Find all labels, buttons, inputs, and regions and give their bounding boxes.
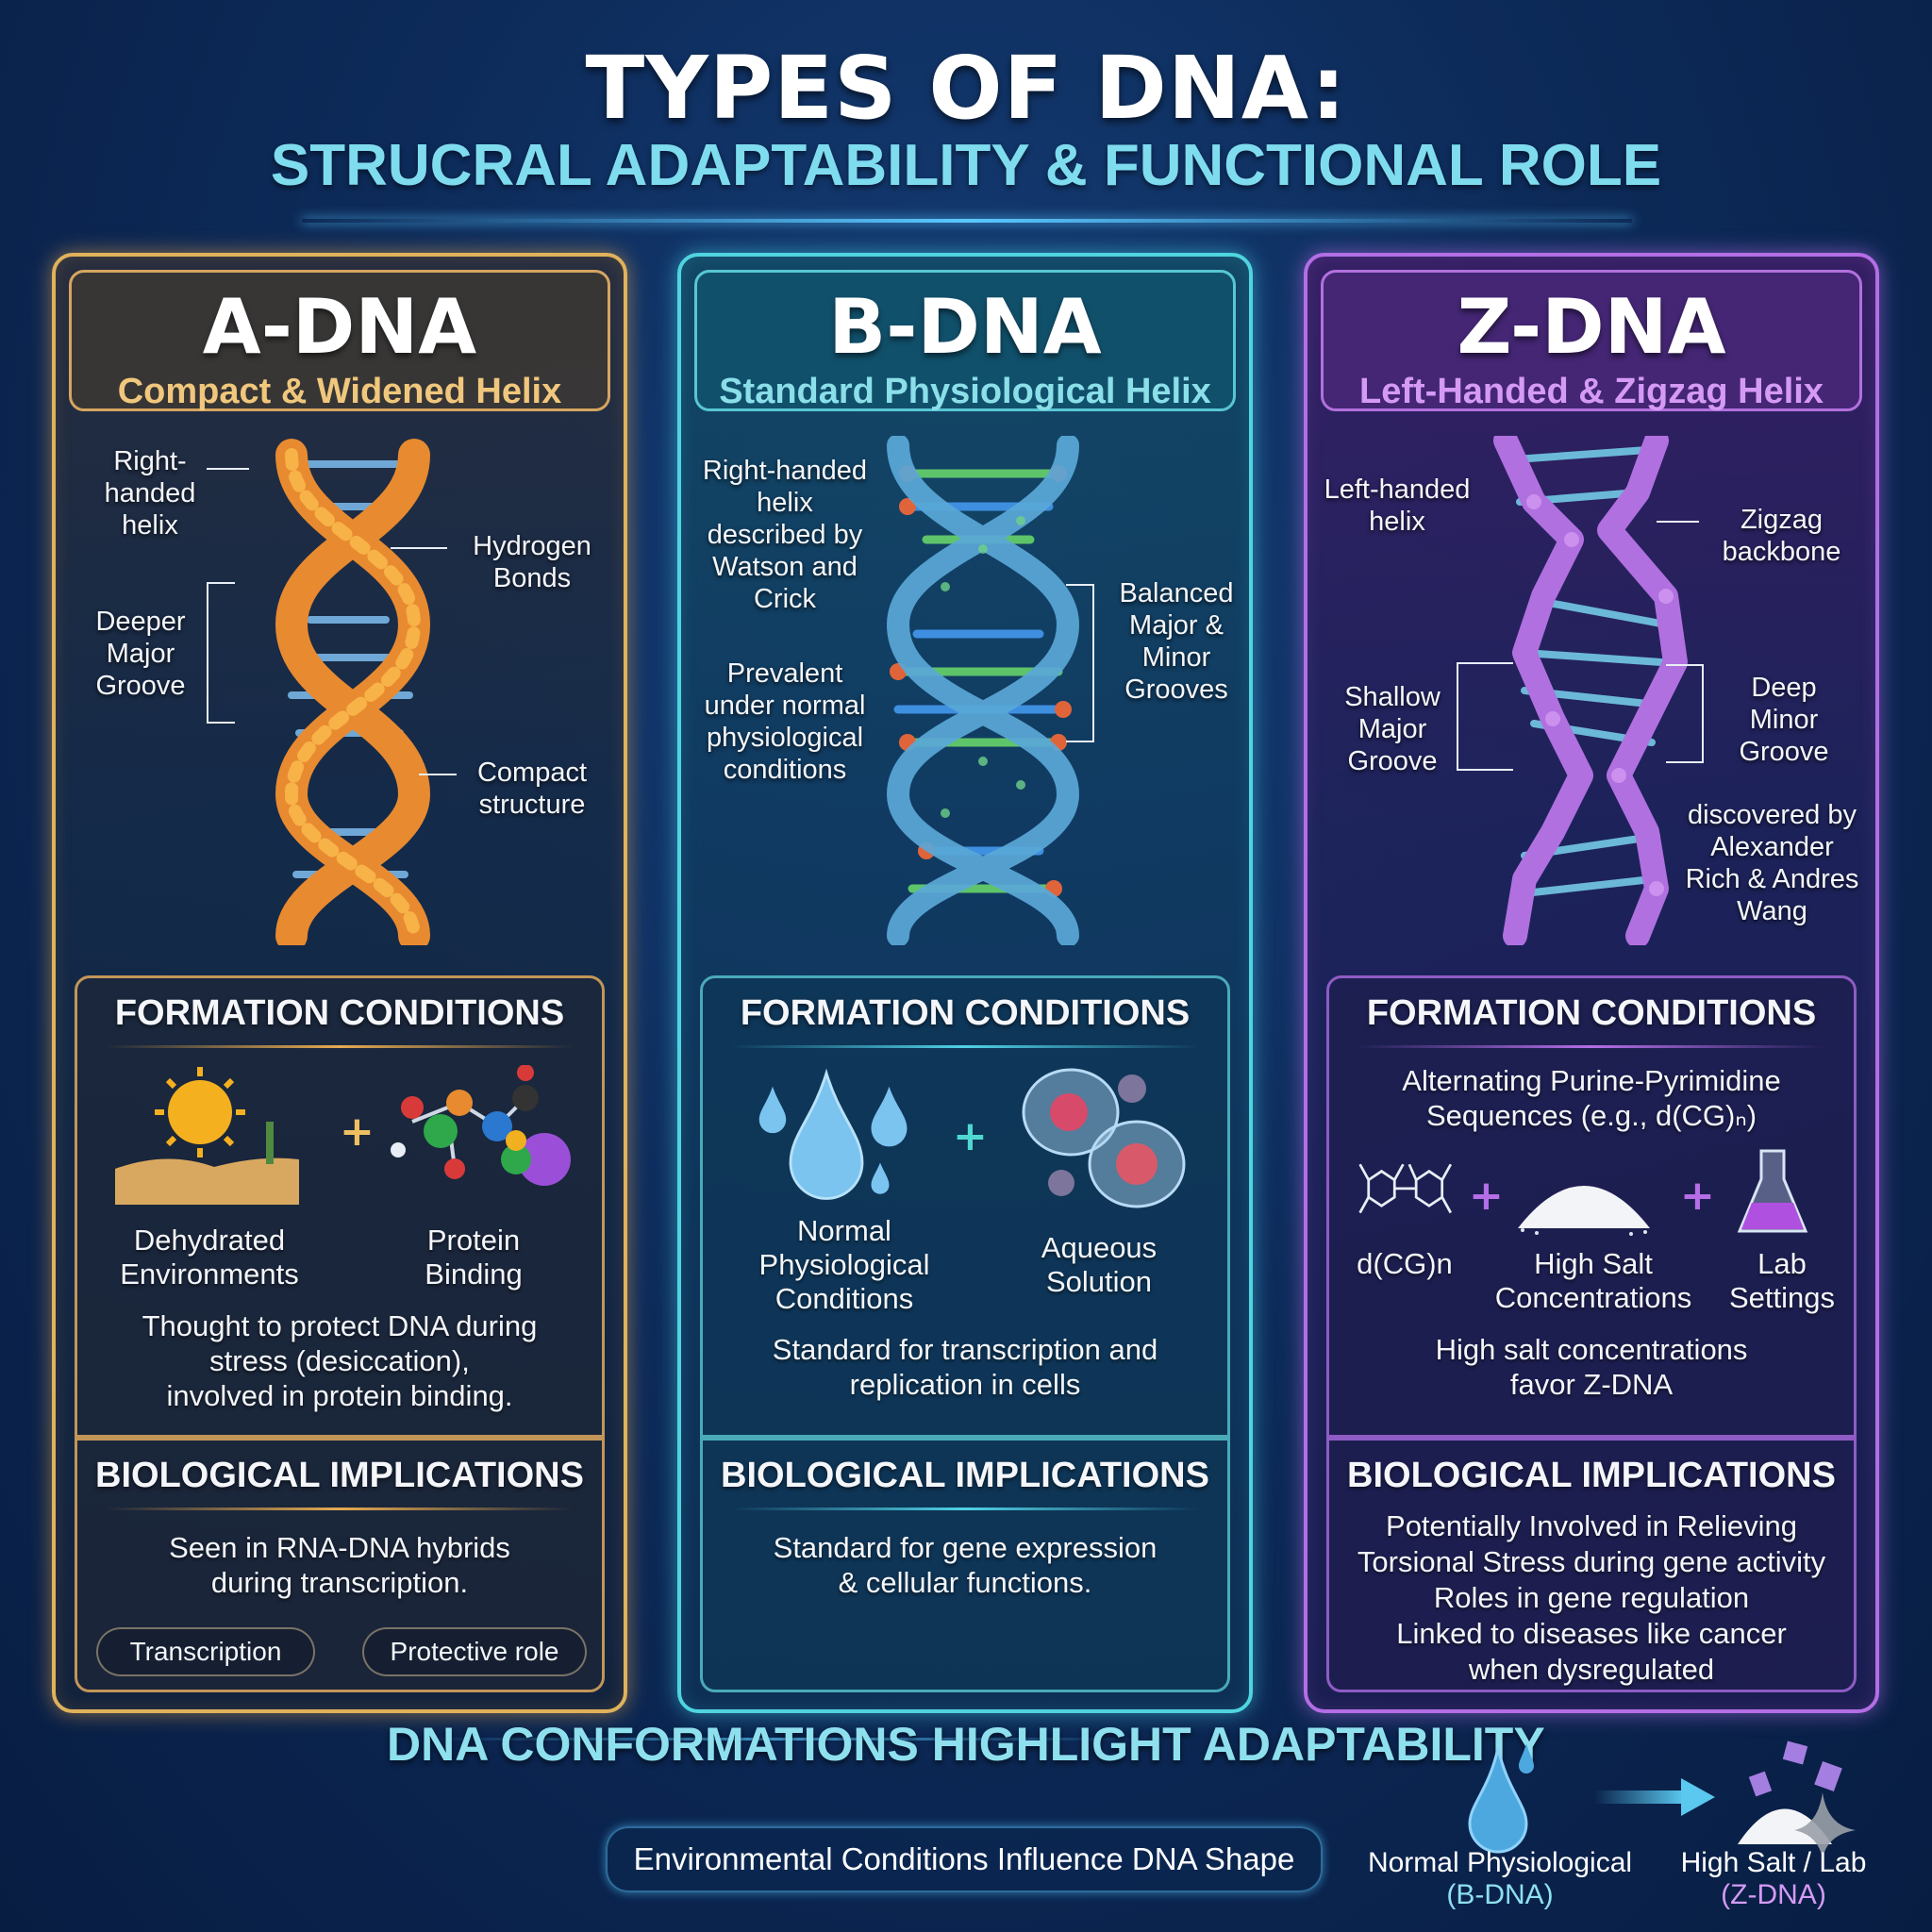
desert-sun-icon [115, 1067, 299, 1205]
z-dna-panel: Z-DNA Left-Handed & Zigzag Helix [1304, 253, 1879, 1713]
a-dna-helix-diagram: Right- handed helix Hydrogen Bonds Deepe… [56, 436, 624, 945]
b-dna-panel: B-DNA Standard Physiological Helix [677, 253, 1253, 1713]
arrow-right-icon [1594, 1778, 1715, 1816]
normal-physiological-conditions-label: Normal Physiological Conditions [758, 1214, 930, 1315]
z-dna-biological-description: Potentially Involved in Relieving Torsio… [1357, 1509, 1826, 1686]
tag-protective-role: Protective role [362, 1627, 587, 1676]
a-dna-name: A-DNA [202, 283, 477, 371]
plus-icon: + [1469, 1172, 1504, 1220]
z-dna-header: Z-DNA Left-Handed & Zigzag Helix [1321, 270, 1862, 411]
z-dna-formation-intro: Alternating Purine-Pyrimidine Sequences … [1402, 1064, 1781, 1132]
high-salt-label: High Salt Concentrations [1494, 1247, 1692, 1314]
label-discovered-by: discovered by Alexander Rich & Andres Wa… [1685, 800, 1859, 926]
purple-double-helix-icon [1493, 436, 1688, 945]
protein-binding-label: Protein Binding [425, 1224, 523, 1291]
dehydrated-environments-label: Dehydrated Environments [120, 1224, 299, 1291]
z-dna-name: Z-DNA [1457, 283, 1726, 371]
orange-double-helix-icon [275, 439, 431, 945]
a-dna-header: A-DNA Compact & Widened Helix [69, 270, 610, 411]
flow-from-label: Normal Physiological [1367, 1847, 1633, 1878]
groove-bracket [207, 582, 235, 724]
section-title: FORMATION CONDITIONS [114, 993, 565, 1033]
title-divider [302, 219, 1632, 223]
z-dna-helix-diagram: Left-handed helix Zigzag backbone Shallo… [1307, 436, 1875, 945]
a-dna-biological-description: Seen in RNA-DNA hybrids during transcrip… [169, 1531, 510, 1599]
flask-icon [1737, 1149, 1808, 1233]
section-title: BIOLOGICAL IMPLICATIONS [721, 1456, 1209, 1495]
label-line [419, 774, 457, 775]
label-line [391, 547, 447, 549]
z-dna-formation-description: High salt concentrations favor Z-DNA [1435, 1333, 1748, 1401]
label-deeper-major-groove: Deeper Major Groove [95, 607, 186, 701]
label-shallow-major-groove: Shallow Major Groove [1344, 682, 1441, 776]
label-balanced-grooves: Balanced Major & Minor Grooves [1119, 578, 1234, 705]
footer-caption: Environmental Conditions Influence DNA S… [606, 1826, 1323, 1892]
label-deep-minor-groove: Deep Minor Groove [1739, 673, 1829, 767]
z-dna-biological-section: BIOLOGICAL IMPLICATIONS Potentially Invo… [1326, 1438, 1857, 1692]
flow-to-caption: High Salt / Lab (Z-DNA) [1665, 1847, 1882, 1911]
cells-icon [1022, 1068, 1186, 1208]
a-dna-biological-section: BIOLOGICAL IMPLICATIONS Seen in RNA-DNA … [75, 1438, 605, 1692]
b-dna-formation-section: FORMATION CONDITIONS + Normal Physiologi… [700, 975, 1230, 1438]
blue-double-helix-icon [886, 436, 1080, 945]
flow-to-label: High Salt / Lab [1680, 1847, 1867, 1878]
section-divider [106, 1045, 574, 1048]
section-title: FORMATION CONDITIONS [740, 993, 1191, 1033]
a-dna-panel: A-DNA Compact & Widened Helix Right- han… [52, 253, 627, 1713]
b-dna-biological-section: BIOLOGICAL IMPLICATIONS Standard for gen… [700, 1438, 1230, 1692]
label-right-handed-watson-crick: Right-handed helix described by Watson a… [702, 456, 868, 614]
section-divider [1357, 1045, 1825, 1048]
b-dna-name: B-DNA [828, 283, 1102, 371]
label-zigzag-backbone: Zigzag backbone [1722, 505, 1841, 567]
section-divider [731, 1507, 1199, 1510]
b-dna-helix-diagram: Right-handed helix described by Watson a… [681, 436, 1249, 945]
salt-crystals-icon [1738, 1740, 1856, 1858]
water-drop-icon [1468, 1743, 1534, 1854]
dcg-label: d(CG)n [1357, 1247, 1453, 1280]
b-dna-biological-description: Standard for gene expression & cellular … [773, 1531, 1158, 1599]
flow-from-sub: (B-DNA) [1446, 1879, 1554, 1910]
label-right-handed: Right- handed helix [104, 446, 196, 541]
page-title: TYPES OF DNA: [585, 38, 1347, 139]
label-prevalent-normal: Prevalent under normal physiological con… [704, 658, 866, 785]
flow-to-sub: (Z-DNA) [1721, 1879, 1826, 1910]
a-dna-tagline: Compact & Widened Helix [117, 372, 562, 411]
footer-divider [425, 1738, 1141, 1740]
salt-pile-icon [1518, 1186, 1650, 1236]
z-dna-tagline: Left-Handed & Zigzag Helix [1359, 372, 1824, 411]
water-drops-icon [758, 1068, 908, 1200]
plus-icon: + [953, 1112, 988, 1160]
label-hydrogen-bonds: Hydrogen Bonds [473, 531, 591, 593]
b-dna-header: B-DNA Standard Physiological Helix [694, 270, 1236, 411]
section-divider [731, 1045, 1199, 1048]
label-left-handed: Left-handed helix [1324, 475, 1471, 537]
plus-icon: + [340, 1108, 375, 1156]
label-compact-structure: Compact structure [476, 758, 588, 820]
molecule-structure-icon [1358, 1163, 1453, 1214]
groove-bracket [1066, 584, 1094, 742]
label-line [207, 468, 249, 470]
tag-transcription: Transcription [96, 1627, 315, 1676]
groove-bracket [1457, 662, 1513, 771]
aqueous-solution-label: Aqueous Solution [1041, 1231, 1158, 1298]
section-title: BIOLOGICAL IMPLICATIONS [1347, 1456, 1836, 1495]
z-dna-formation-section: FORMATION CONDITIONS Alternating Purine-… [1326, 975, 1857, 1438]
footer-title: DNA CONFORMATIONS HIGHLIGHT ADAPTABILITY [387, 1718, 1545, 1771]
groove-bracket [1666, 664, 1704, 763]
section-title: BIOLOGICAL IMPLICATIONS [95, 1456, 584, 1495]
b-dna-tagline: Standard Physiological Helix [719, 372, 1211, 411]
lab-settings-label: Lab Settings [1728, 1247, 1835, 1314]
flow-from-caption: Normal Physiological (B-DNA) [1358, 1847, 1641, 1911]
a-dna-formation-description: Thought to protect DNA during stress (de… [142, 1309, 538, 1412]
plus-icon: + [1680, 1172, 1715, 1220]
a-dna-formation-section: FORMATION CONDITIONS + [75, 975, 605, 1438]
label-line [1657, 521, 1699, 523]
page-subtitle: STRUCRAL ADAPTABILITY & FUNCTIONAL ROLE [270, 133, 1662, 198]
b-dna-formation-description: Standard for transcription and replicati… [772, 1333, 1158, 1401]
section-divider [106, 1507, 574, 1510]
section-title: FORMATION CONDITIONS [1366, 993, 1817, 1033]
protein-molecule-icon [391, 1065, 571, 1186]
